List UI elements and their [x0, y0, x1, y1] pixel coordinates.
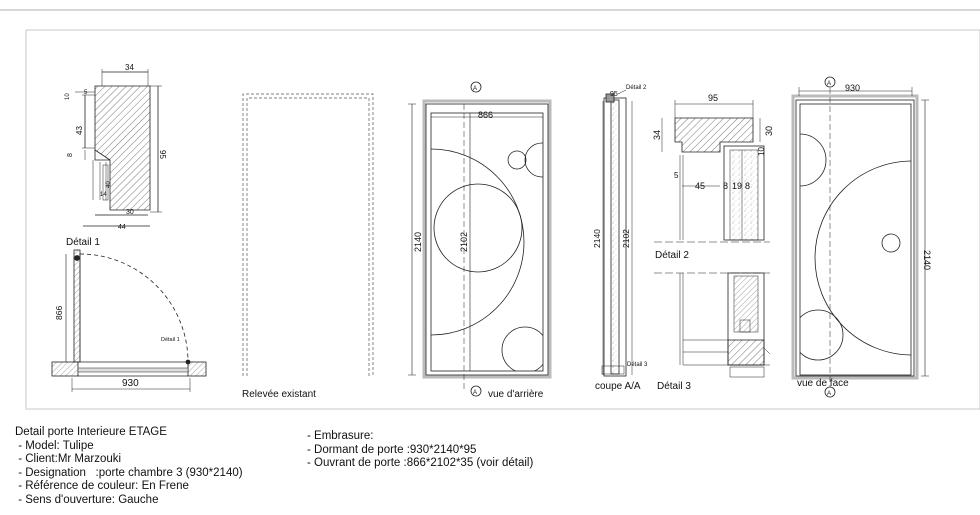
label-detail-3-small: Détail 3 — [627, 362, 648, 368]
svg-text:A: A — [827, 81, 831, 87]
dim-profile-8: 8 — [67, 153, 74, 157]
embrasure-notes: - Embrasure: - Dormant de porte :930*214… — [307, 430, 533, 471]
note-designation: - Designation :porte chambre 3 (930*2140… — [15, 466, 243, 479]
dim-front-2140: 2140 — [922, 250, 932, 270]
section-aa — [601, 89, 633, 377]
existing-door-outline — [242, 93, 374, 376]
front-view-door — [791, 87, 929, 392]
drawing-border — [25, 29, 980, 410]
note-model: - Model: Tulipe — [15, 439, 94, 452]
dim-profile-34: 34 — [125, 63, 134, 72]
svg-text:A: A — [827, 391, 831, 397]
dim-d2-45: 45 — [695, 181, 705, 191]
door-spec-notes: Detail porte Interieure ETAGE - Model: T… — [15, 426, 243, 508]
dim-back-866: 866 — [478, 110, 493, 120]
dim-plan-866: 866 — [54, 306, 64, 320]
label-detail-1-small: Détail 1 — [161, 337, 180, 343]
section-marker-bottom-back: A — [470, 385, 482, 397]
dim-d2-19: 19 — [732, 181, 742, 191]
dim-d2-5: 5 — [674, 171, 679, 180]
frame-profile-detail — [75, 69, 162, 227]
dim-d2-34: 34 — [652, 130, 662, 140]
dim-d2-8a: 8 — [723, 181, 728, 191]
dim-section-95: 95 — [610, 91, 618, 98]
label-existing: Relevée existant — [242, 389, 316, 400]
detail-2-drawing — [654, 100, 770, 274]
dim-d2-95: 95 — [708, 93, 718, 103]
section-marker-bottom-front: A — [824, 386, 836, 398]
dim-profile-43: 43 — [75, 126, 84, 135]
note-leaf: - Ouvrant de porte :866*2102*35 (voir dé… — [307, 457, 534, 470]
detail-3-drawing — [679, 272, 771, 378]
note-embrasure: - Embrasure: — [307, 430, 374, 442]
label-detail-2: Détail 2 — [655, 250, 689, 261]
note-client: - Client:Mr Marzouki — [15, 453, 122, 466]
dim-profile-30: 30 — [126, 209, 134, 216]
dim-section-2140: 2140 — [592, 229, 602, 248]
back-view-door — [408, 99, 552, 392]
dim-profile-14: 14 — [100, 192, 107, 198]
label-detail-3: Détail 3 — [657, 381, 691, 392]
dim-back-2102: 2102 — [459, 232, 469, 252]
dim-profile-10: 10 — [65, 93, 71, 100]
note-colour: - Référence de couleur: En Frene — [15, 480, 189, 493]
label-detail-1: Détail 1 — [66, 237, 100, 248]
dim-d2-30: 30 — [764, 126, 774, 136]
dim-front-930: 930 — [845, 83, 860, 93]
dim-profile-44: 44 — [118, 224, 126, 231]
dim-plan-930: 930 — [122, 378, 139, 389]
plan-view — [51, 249, 207, 392]
label-section: coupe A/A — [595, 381, 641, 392]
note-opening: - Sens d'ouverture: Gauche — [15, 493, 159, 506]
dim-section-2102: 2102 — [621, 229, 631, 248]
section-marker-top-back: A — [470, 81, 482, 93]
section-marker-top-front: A — [824, 76, 836, 88]
dim-profile-40: 40 — [106, 181, 112, 188]
dim-profile-5: 5 — [84, 90, 88, 96]
svg-text:A: A — [473, 390, 477, 396]
label-detail-2-small: Détail 2 — [626, 85, 647, 91]
label-front-view: vue de face — [797, 378, 849, 389]
dim-d2-8b: 8 — [745, 181, 750, 191]
dim-profile-95: 95 — [158, 150, 167, 159]
note-frame: - Dormant de porte :930*2140*95 — [307, 443, 477, 456]
label-back-view: vue d'arrière — [488, 389, 544, 400]
dim-back-2140: 2140 — [413, 232, 423, 252]
svg-text:A: A — [473, 86, 477, 92]
notes-title: Detail porte Interieure ETAGE — [15, 426, 167, 438]
dim-d2-10: 10 — [757, 147, 766, 156]
